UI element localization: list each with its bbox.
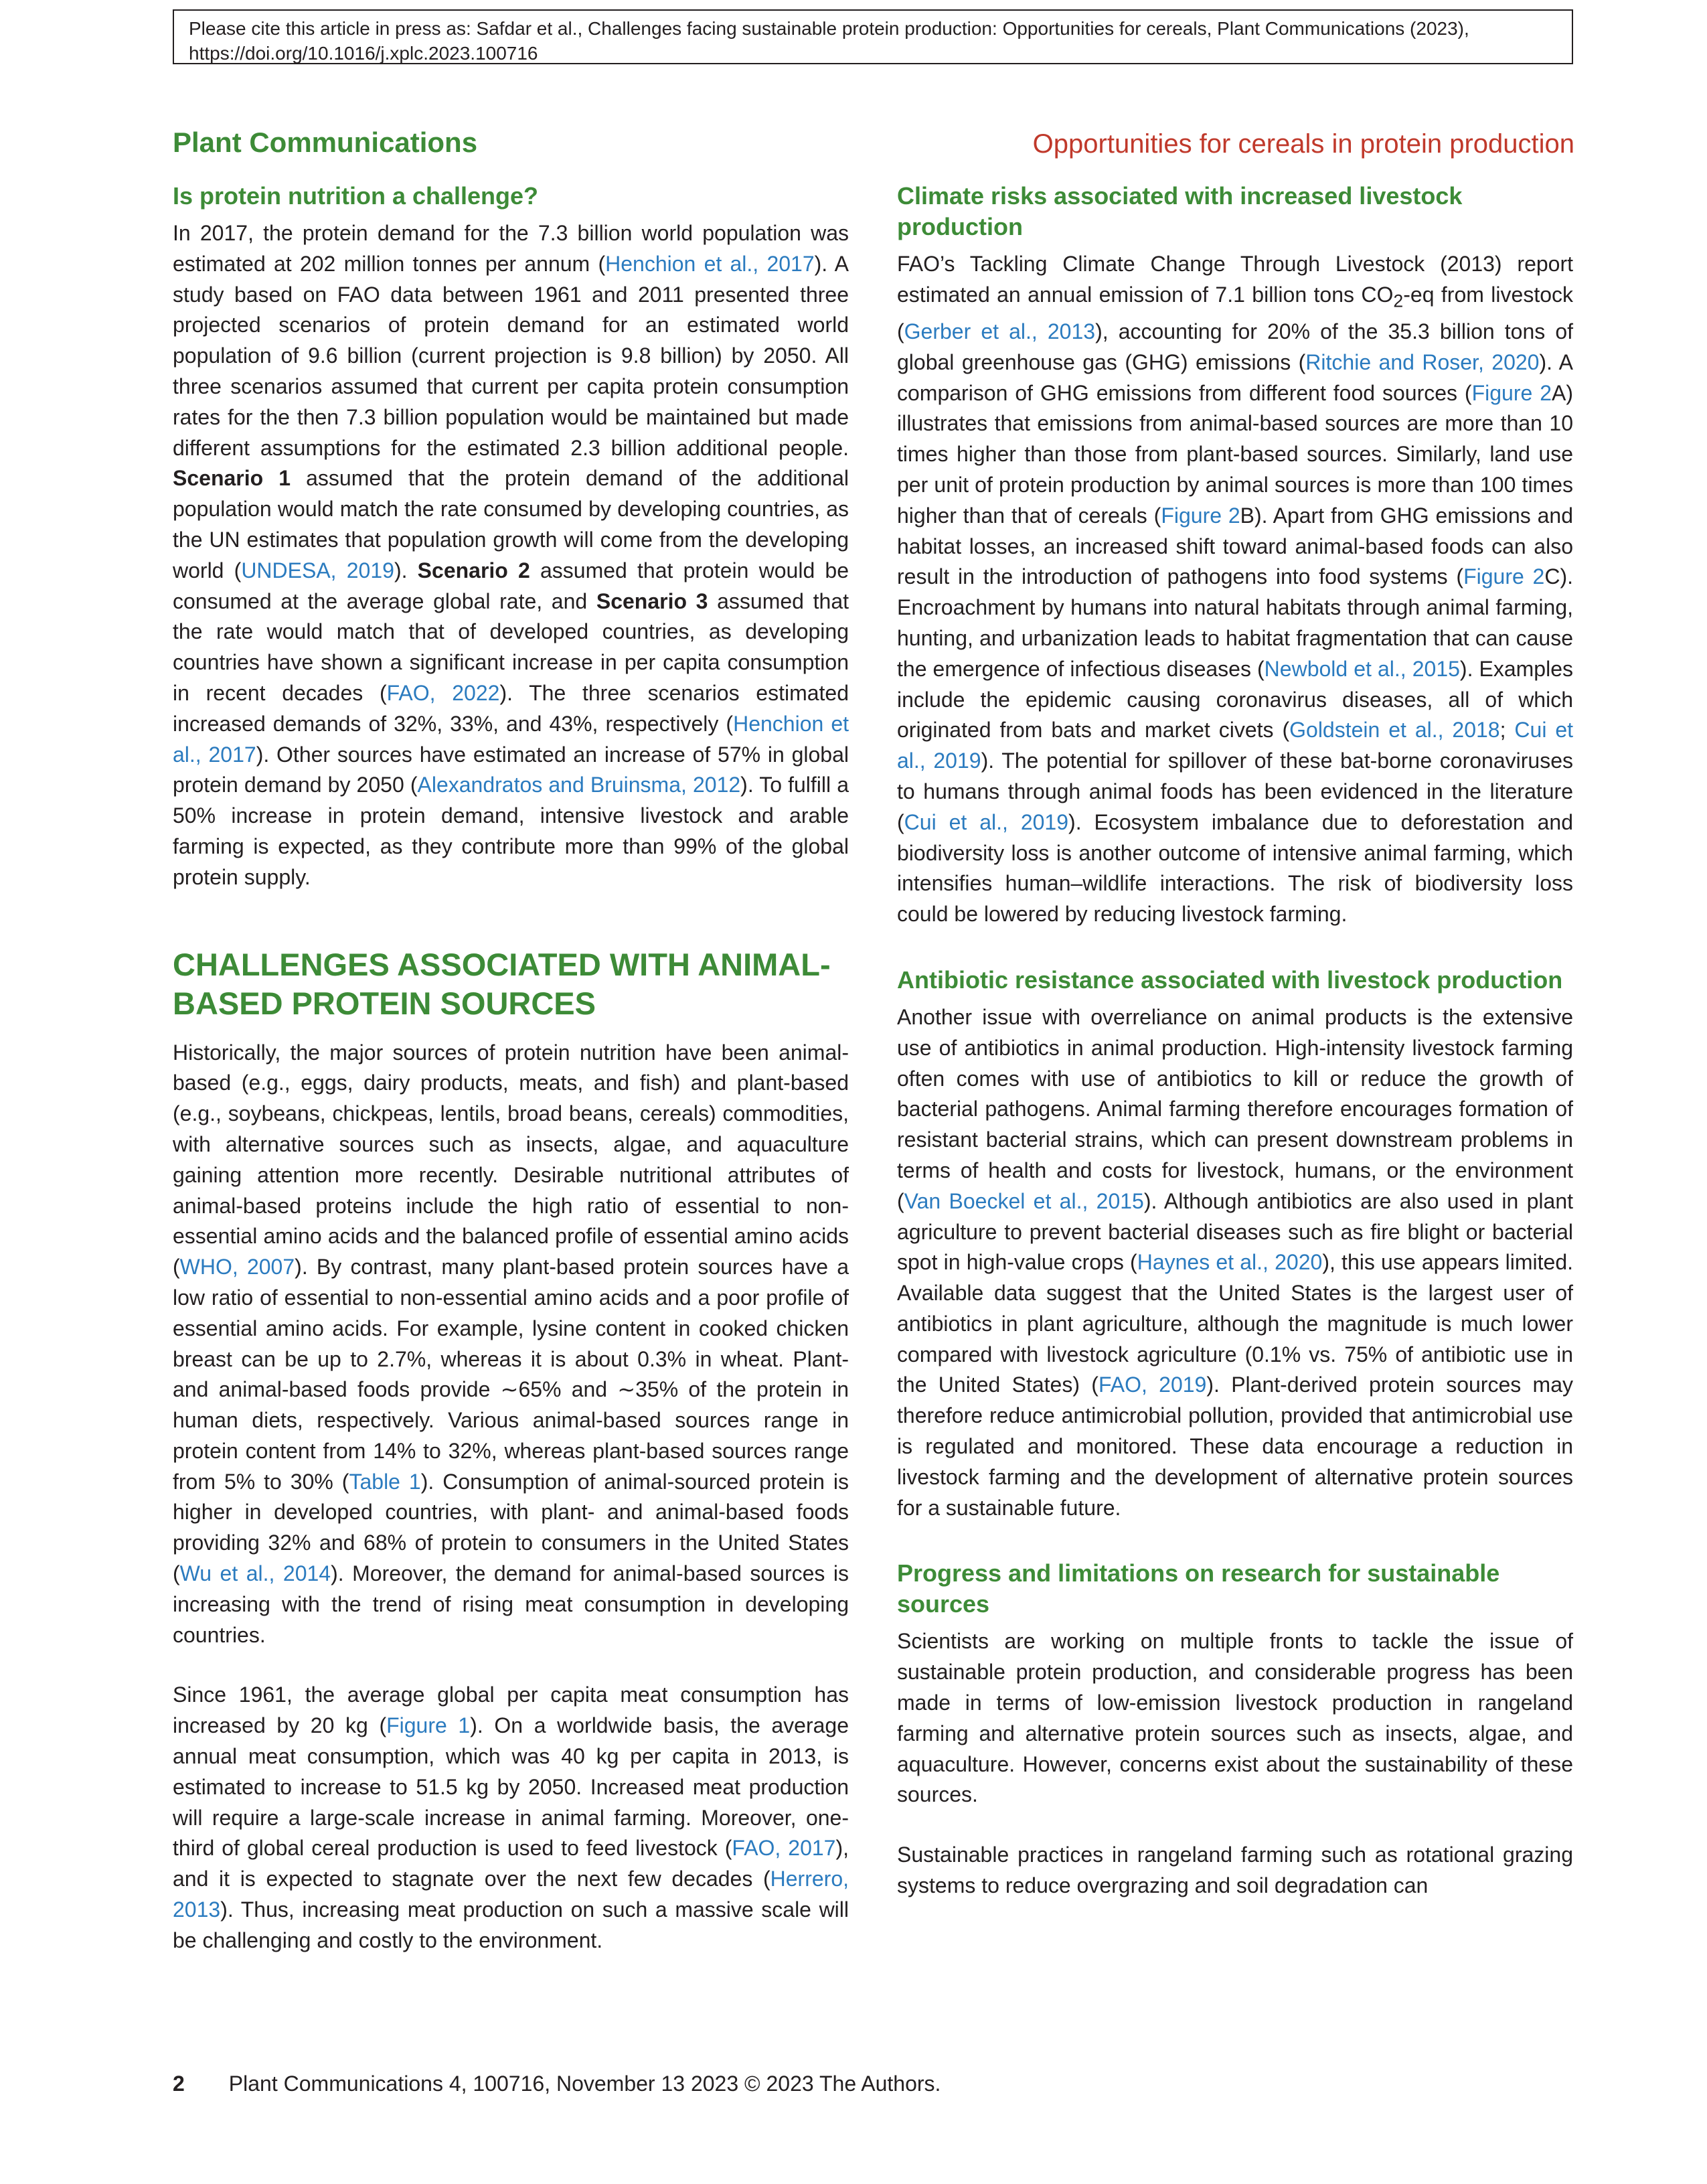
table-link[interactable]: Table 1 bbox=[349, 1469, 421, 1494]
paragraph-meat-consumption: Since 1961, the average global per capit… bbox=[173, 1683, 849, 1952]
paragraph-progress: Scientists are working on multiple front… bbox=[897, 1629, 1573, 1807]
page-number: 2 bbox=[173, 2072, 185, 2096]
citation-link[interactable]: Cui et al., 2019 bbox=[904, 809, 1069, 834]
subheading-antibiotic-resistance: Antibiotic resistance associated with li… bbox=[897, 965, 1563, 994]
citation-doi[interactable]: https://doi.org/10.1016/j.xplc.2023.1007… bbox=[189, 43, 538, 64]
footer-text: Plant Communications 4, 100716, November… bbox=[228, 2072, 941, 2096]
citation-link[interactable]: Gerber et al., 2013 bbox=[904, 319, 1096, 343]
citation-link[interactable]: FAO, 2017 bbox=[732, 1836, 836, 1861]
figure-link[interactable]: Figure 2 bbox=[1463, 564, 1545, 589]
citation-link[interactable]: WHO, 2007 bbox=[179, 1255, 295, 1279]
paragraph-climate-risks: FAO’s Tackling Climate Change Through Li… bbox=[897, 252, 1574, 927]
running-title: Opportunities for cereals in protein pro… bbox=[1032, 129, 1574, 159]
citation-link[interactable]: Henchion et al., 2017 bbox=[605, 251, 815, 276]
citation-link[interactable]: Ritchie and Roser, 2020 bbox=[1305, 349, 1540, 374]
citation-link[interactable]: UNDESA, 2019 bbox=[241, 558, 394, 582]
citation-link[interactable]: Alexandratos and Bruinsma, 2012 bbox=[417, 773, 741, 797]
citation-line-1: Please cite this article in press as: Sa… bbox=[189, 18, 1469, 39]
subheading-progress-limitations: Progress and limitations on research for… bbox=[897, 1559, 1500, 1618]
left-column: Is protein nutrition a challenge? In 201… bbox=[173, 181, 849, 1956]
section-heading-challenges: CHALLENGES ASSOCIATED WITH ANIMAL-BASED … bbox=[173, 946, 831, 1021]
paragraph-rangeland: Sustainable practices in rangeland farmi… bbox=[897, 1843, 1573, 1898]
journal-name: Plant Communications bbox=[173, 127, 478, 158]
citation-link[interactable]: Goldstein et al., 2018 bbox=[1289, 718, 1500, 743]
figure-link[interactable]: Figure 2 bbox=[1161, 503, 1240, 528]
subheading-protein-nutrition: Is protein nutrition a challenge? bbox=[173, 182, 539, 210]
paragraph-protein-sources: Historically, the major sources of prote… bbox=[173, 1040, 849, 1647]
citation-link[interactable]: Cui et al., 2019 bbox=[897, 718, 1574, 773]
citation-link[interactable]: Van Boeckel et al., 2015 bbox=[904, 1188, 1144, 1213]
subheading-climate-risks: Climate risks associated with increased … bbox=[897, 182, 1463, 240]
right-column: Climate risks associated with increased … bbox=[897, 181, 1573, 1901]
citation-link[interactable]: FAO, 2022 bbox=[386, 680, 500, 705]
citation-link[interactable]: Henchion et al., 2017 bbox=[173, 711, 849, 767]
citation-link[interactable]: Wu et al., 2014 bbox=[179, 1561, 331, 1586]
citation-box: Please cite this article in press as: Sa… bbox=[173, 9, 1573, 64]
paragraph-antibiotic-resistance: Another issue with overreliance on anima… bbox=[897, 1004, 1574, 1520]
citation-link[interactable]: FAO, 2019 bbox=[1098, 1373, 1207, 1397]
figure-link[interactable]: Figure 2 bbox=[1471, 380, 1552, 405]
citation-link[interactable]: Newbold et al., 2015 bbox=[1264, 656, 1460, 681]
citation-link[interactable]: Herrero, 2013 bbox=[173, 1867, 849, 1922]
page-footer: 2 Plant Communications 4, 100716, Novembe… bbox=[173, 2070, 941, 2097]
paragraph-protein-demand: In 2017, the protein demand for the 7.3 … bbox=[173, 221, 849, 889]
figure-link[interactable]: Figure 1 bbox=[386, 1713, 471, 1738]
citation-link[interactable]: Haynes et al., 2020 bbox=[1137, 1250, 1323, 1275]
